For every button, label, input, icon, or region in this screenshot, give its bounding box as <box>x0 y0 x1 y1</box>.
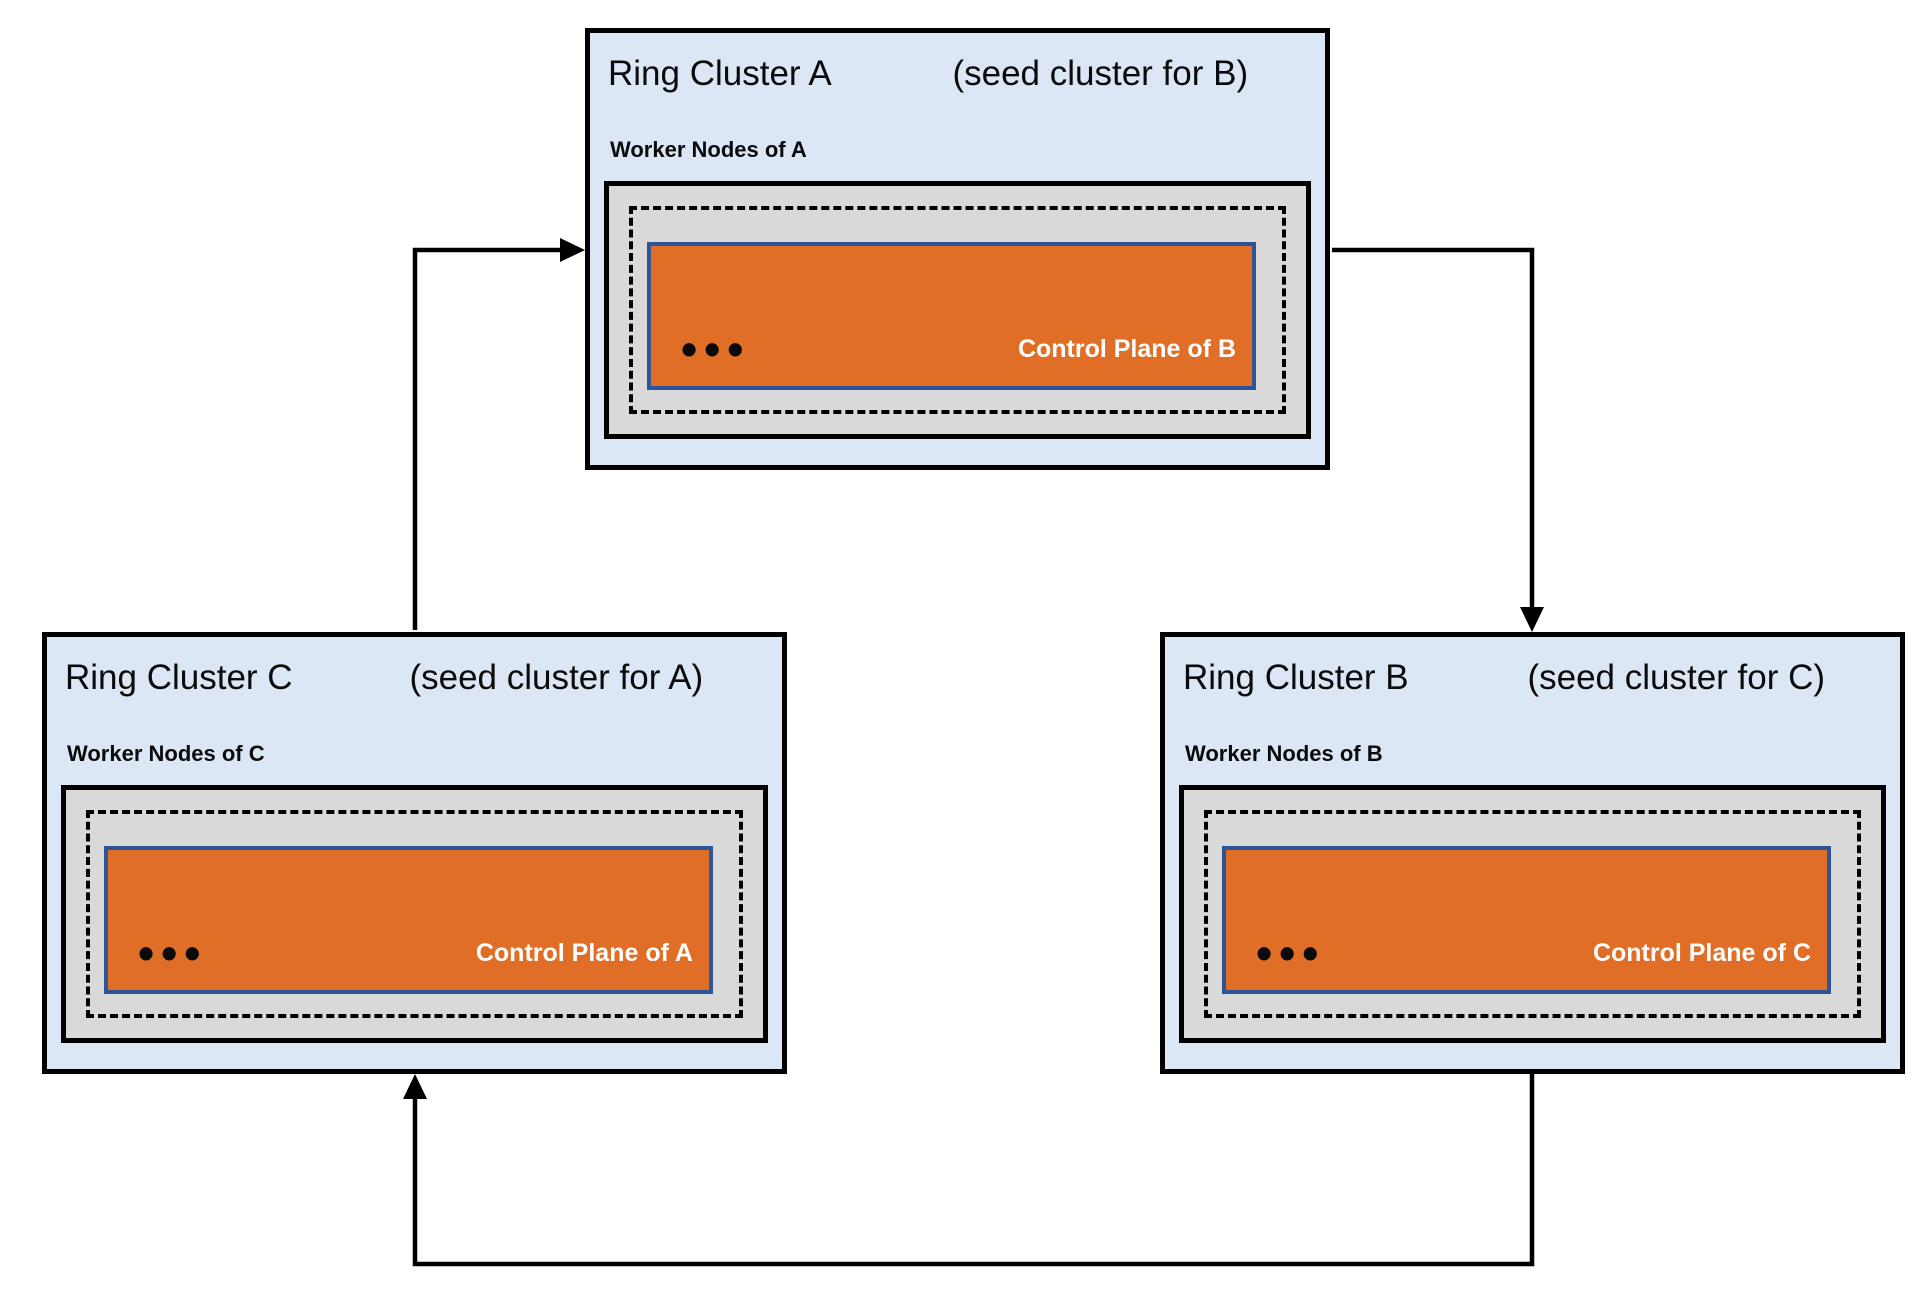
cluster-a-title: Ring Cluster A <box>608 54 832 93</box>
cluster-b-title: Ring Cluster B <box>1183 658 1409 697</box>
worker-nodes-of-c-label: Worker Nodes of C <box>67 741 265 766</box>
ring-cluster-a-box: Ring Cluster A (seed cluster for B) Work… <box>585 28 1330 470</box>
arrow-b-to-c <box>403 1072 1535 1267</box>
control-plane-of-a-box: ••• Control Plane of A <box>104 846 713 994</box>
cluster-b-title-row: Ring Cluster B (seed cluster for C) <box>1183 657 1886 699</box>
worker-nodes-of-c-box: ••• Control Plane of A <box>61 785 768 1043</box>
cluster-c-dashed-border <box>86 810 743 1018</box>
arrow-c-to-a <box>412 238 585 630</box>
arrow-a-to-b <box>1332 247 1544 632</box>
control-plane-of-a-label: Control Plane of A <box>475 939 693 967</box>
cluster-a-title-row: Ring Cluster A (seed cluster for B) <box>608 53 1311 95</box>
cluster-c-title-row: Ring Cluster C (seed cluster for A) <box>65 657 768 699</box>
control-plane-of-b-box: ••• Control Plane of B <box>647 242 1256 390</box>
ellipsis-dots: ••• <box>138 927 208 979</box>
cluster-c-seed-note: (seed cluster for A) <box>409 658 704 697</box>
cluster-a-seed-note: (seed cluster for B) <box>952 54 1249 93</box>
worker-nodes-of-a-label: Worker Nodes of A <box>610 137 807 162</box>
cluster-b-seed-note: (seed cluster for C) <box>1527 658 1826 697</box>
ring-cluster-b-box: Ring Cluster B (seed cluster for C) Work… <box>1160 632 1905 1074</box>
worker-nodes-of-a-box: ••• Control Plane of B <box>604 181 1311 439</box>
cluster-c-title: Ring Cluster C <box>65 658 293 697</box>
ellipsis-dots: ••• <box>681 323 751 375</box>
control-plane-of-b-label: Control Plane of B <box>1017 335 1236 363</box>
control-plane-of-c-label: Control Plane of C <box>1592 939 1811 967</box>
worker-nodes-of-b-label: Worker Nodes of B <box>1185 741 1383 766</box>
control-plane-of-c-box: ••• Control Plane of C <box>1222 846 1831 994</box>
ring-cluster-c-box: Ring Cluster C (seed cluster for A) Work… <box>42 632 787 1074</box>
cluster-b-dashed-border <box>1204 810 1861 1018</box>
worker-nodes-of-b-box: ••• Control Plane of C <box>1179 785 1886 1043</box>
ellipsis-dots: ••• <box>1256 927 1326 979</box>
cluster-a-dashed-border <box>629 206 1286 414</box>
